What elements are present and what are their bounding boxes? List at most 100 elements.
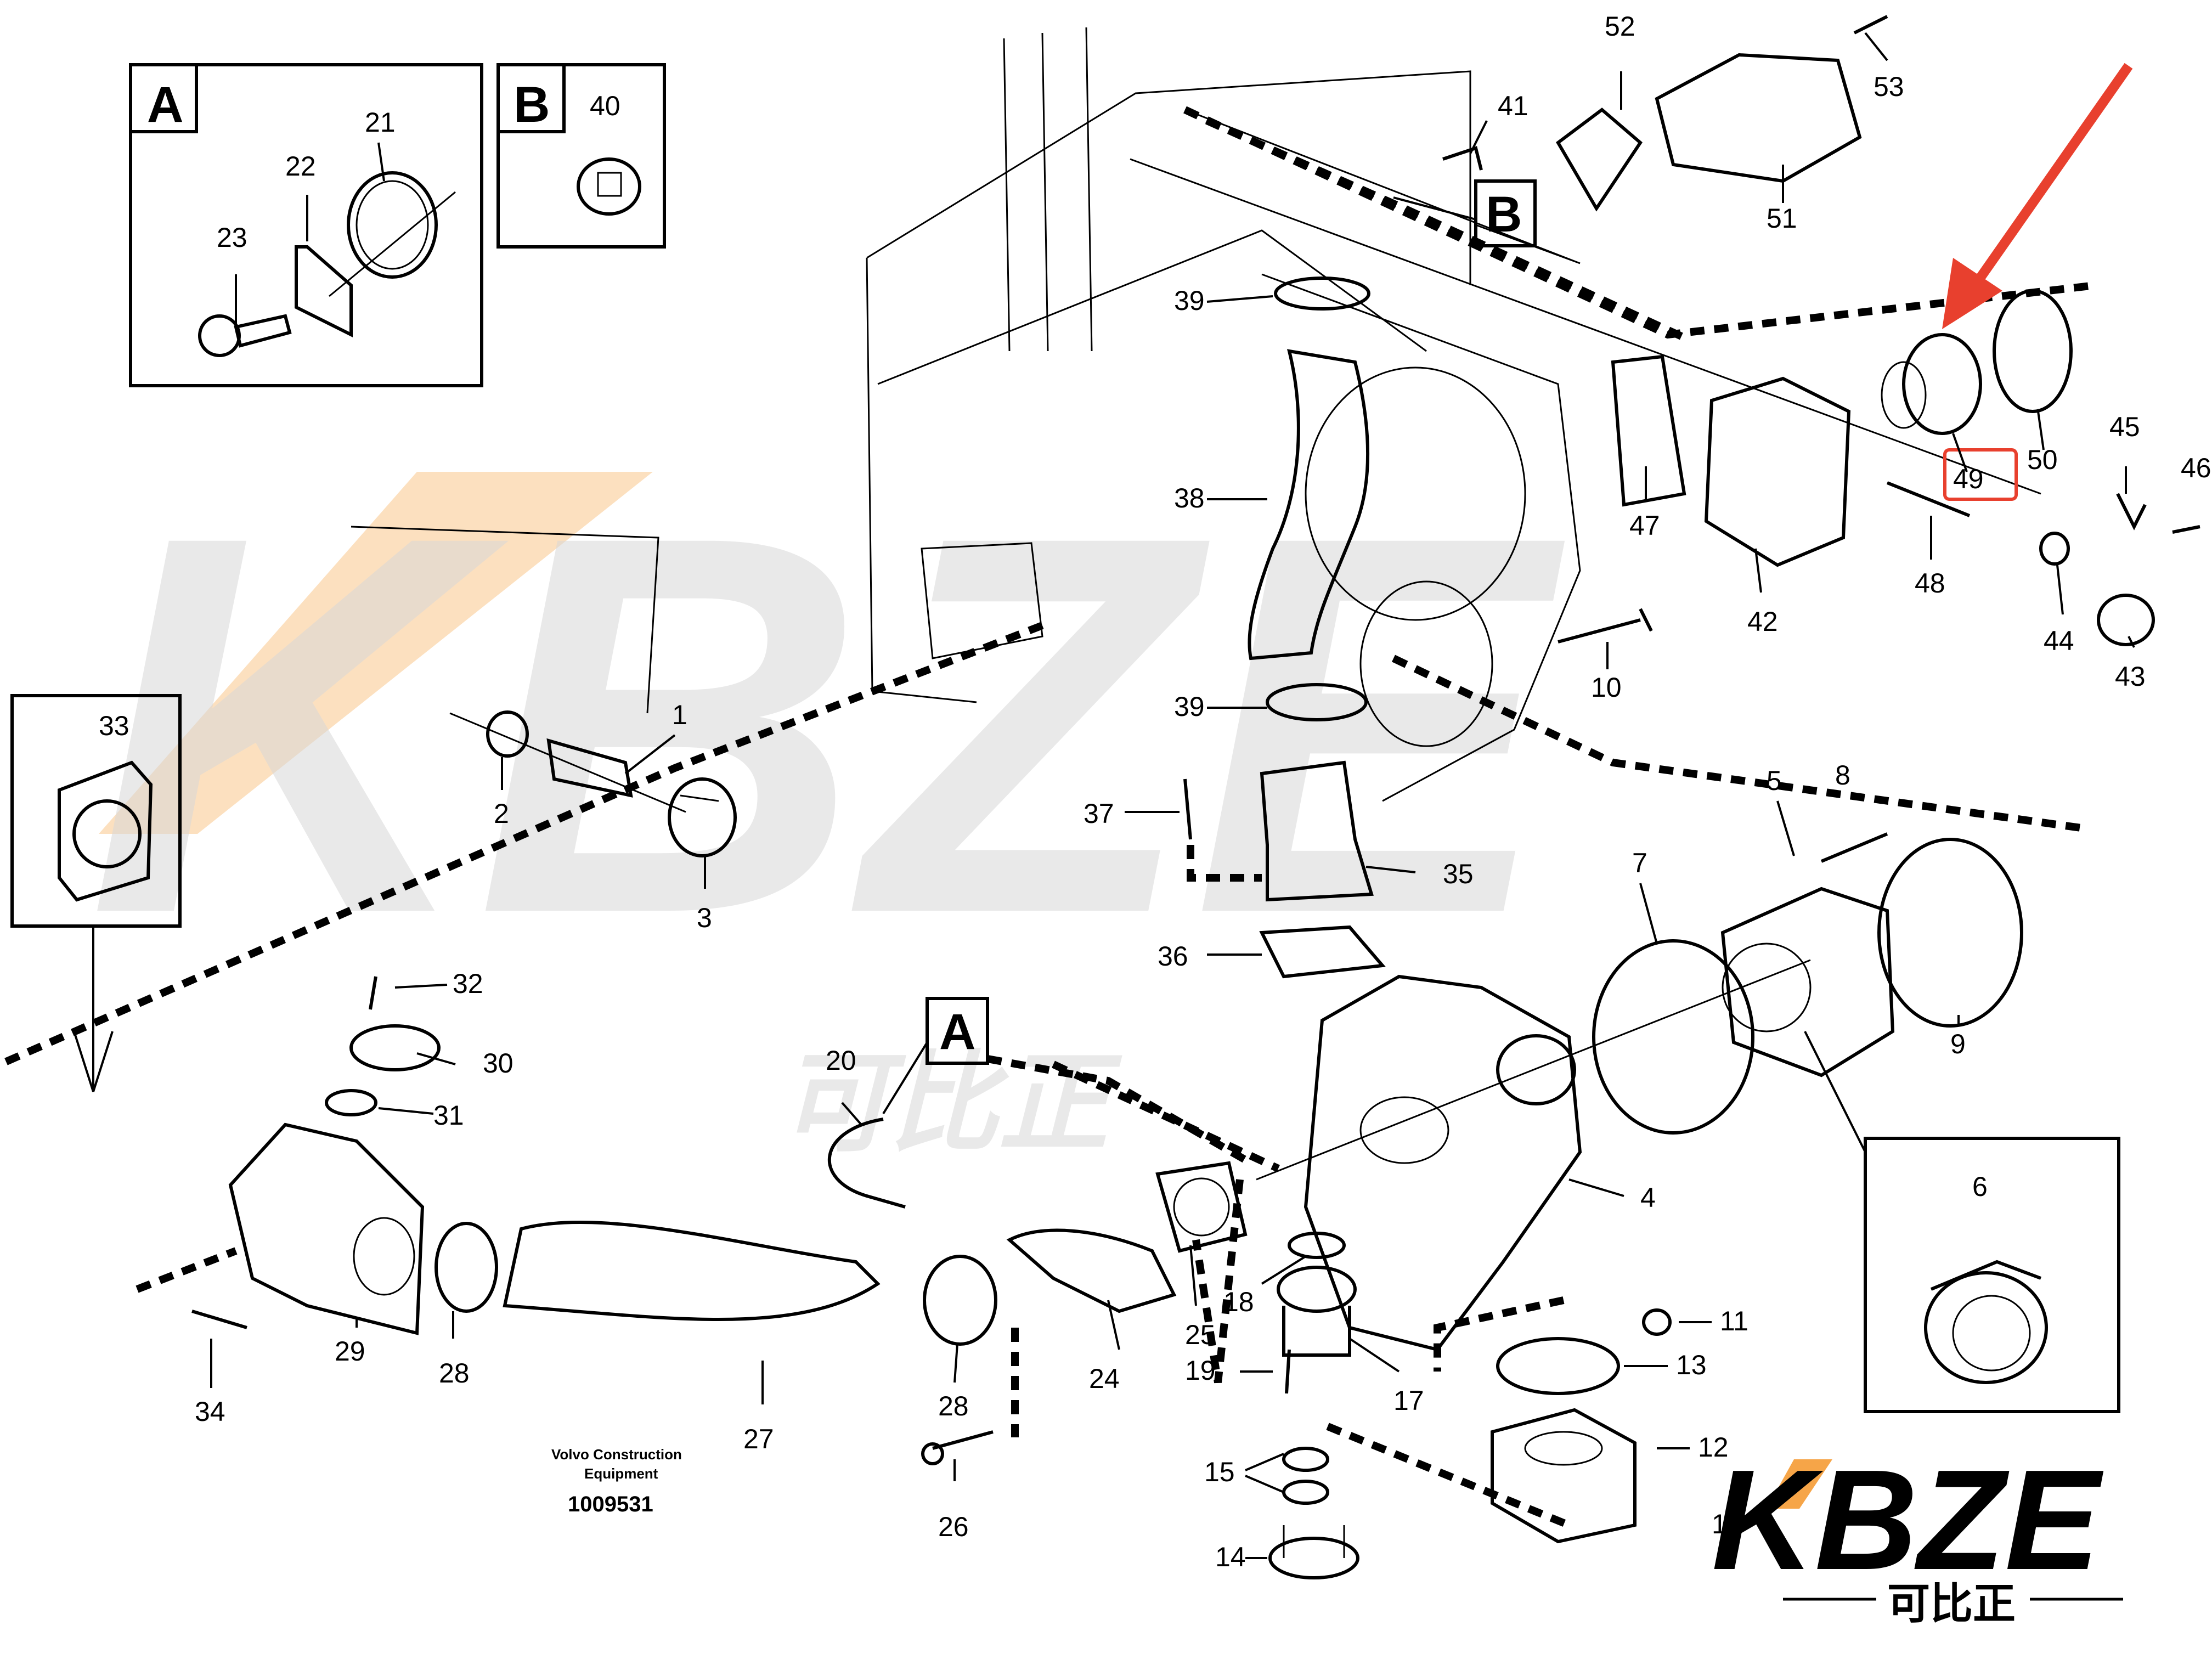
svg-text:A: A: [939, 1004, 975, 1060]
washer-15b: [1282, 1480, 1329, 1505]
cover-30: [349, 1024, 441, 1071]
bracket-45: [2116, 493, 2147, 531]
callout-16-partial: 1: [1712, 1509, 1727, 1539]
gasket-25: [1155, 1161, 1248, 1253]
inset-b-letter: B: [514, 77, 550, 133]
callout-2: 2: [494, 798, 509, 829]
pipe-27: [503, 1221, 881, 1321]
callout-12: 12: [1698, 1432, 1729, 1463]
callout-23: 23: [217, 222, 247, 253]
o-ring-31: [325, 1089, 377, 1116]
callout-26: 26: [938, 1511, 969, 1542]
drawing-footer: Volvo Construction Equipment 1009531: [551, 1446, 682, 1516]
callout-40: 40: [590, 91, 620, 121]
logo-accent: [1767, 1459, 1832, 1509]
drain-plug-14: [1268, 1525, 1359, 1579]
watermark-logo-text: KBZE: [88, 424, 1571, 1025]
o-ring-9: [1877, 838, 2023, 1028]
dashed-guide-lines: [0, 106, 2096, 1529]
bolt-46: [2172, 525, 2200, 534]
callout-3: 3: [697, 902, 712, 933]
ref-tag-b: B: [1393, 179, 1537, 247]
callout-52: 52: [1605, 11, 1635, 42]
seal-39a: [1274, 276, 1370, 311]
gasket-36: [1259, 925, 1386, 979]
callout-29: 29: [335, 1336, 365, 1367]
bolt-48: [1886, 481, 1971, 517]
callout-22: 22: [285, 151, 316, 182]
ring-28b: [923, 1255, 997, 1346]
callout-5: 5: [1767, 765, 1782, 796]
inset-a-box: A: [129, 63, 483, 387]
brand-line-1: Volvo Construction: [551, 1446, 682, 1463]
inset-b-box: B: [496, 63, 666, 249]
callout-28-left: 28: [439, 1358, 470, 1389]
pump-unit-5: [1256, 887, 1895, 1181]
callout-37: 37: [1084, 798, 1114, 829]
outlet-35: [1260, 760, 1374, 902]
highlight-arrow-head: [1942, 258, 2002, 329]
impeller-seal-6: [1924, 1260, 2048, 1384]
callout-38: 38: [1174, 483, 1205, 514]
gasket-52: [1556, 108, 1643, 212]
callout-43: 43: [2115, 661, 2146, 692]
callout-leaders: [210, 32, 2135, 1559]
callout-20: 20: [826, 1045, 856, 1076]
inset-a-letter: A: [147, 77, 183, 133]
inset-33-box: [10, 694, 182, 1092]
callout-39-top: 39: [1174, 285, 1205, 316]
callout-11: 11: [1720, 1306, 1748, 1336]
callout-44: 44: [2044, 625, 2074, 656]
seal-39b: [1266, 683, 1368, 721]
ring-28a: [435, 1222, 498, 1313]
elbow-24: [1006, 1228, 1177, 1313]
bolt-23: [198, 314, 292, 357]
highlight-box: [1943, 448, 2018, 501]
callout-28-right: 28: [938, 1391, 969, 1421]
callout-36: 36: [1158, 941, 1188, 972]
washer-2: [486, 710, 529, 758]
callout-4: 4: [1640, 1182, 1656, 1213]
callout-17: 17: [1393, 1385, 1424, 1416]
washer-15a: [1282, 1447, 1329, 1472]
fitting-41: [1442, 146, 1483, 171]
bolt-8: [1820, 832, 1888, 863]
callout-15: 15: [1204, 1457, 1235, 1487]
logo-chinese-text: 可比正: [1887, 1579, 2016, 1629]
callout-10: 10: [1591, 672, 1622, 703]
bolt-32: [369, 976, 377, 1010]
callout-1: 1: [672, 699, 687, 730]
callout-50: 50: [2027, 444, 2058, 475]
o-ring-13: [1496, 1337, 1620, 1395]
bolt-26: [932, 1430, 994, 1450]
callout-9: 9: [1950, 1029, 1966, 1059]
callout-48: 48: [1915, 568, 1945, 599]
locking-plate-22: [295, 245, 353, 337]
callout-39-bottom: 39: [1174, 691, 1205, 722]
callout-53: 53: [1874, 71, 1904, 102]
seal-ring-21: [347, 171, 438, 279]
drawing-number: 1009531: [568, 1492, 653, 1516]
thermostat-49: [1881, 333, 1982, 435]
plug-3: [668, 777, 737, 857]
callout-8: 8: [1835, 760, 1850, 791]
callout-18: 18: [1223, 1286, 1254, 1317]
plug-11: [1642, 1308, 1672, 1336]
callout-49: 49: [1953, 464, 1984, 494]
callout-45: 45: [2109, 411, 2140, 442]
bolt-10: [1558, 608, 1653, 644]
brand-line-2: Equipment: [584, 1465, 658, 1482]
plug-40: [577, 157, 641, 216]
callout-labels: 1 2 3 4 5 6 7 8 9 10 11 12 13 14 15 1 17…: [99, 11, 2211, 1572]
inset-6-box: [1804, 1031, 2120, 1413]
fitting-1: [546, 738, 633, 798]
callout-41: 41: [1498, 91, 1528, 121]
callout-32: 32: [453, 968, 483, 999]
o-ring-7: [1592, 939, 1754, 1135]
callout-6: 6: [1972, 1171, 1988, 1202]
bolt-53: [1853, 15, 1888, 35]
housing-29: [228, 1122, 425, 1335]
callout-33: 33: [99, 710, 129, 741]
callout-35: 35: [1443, 859, 1474, 889]
